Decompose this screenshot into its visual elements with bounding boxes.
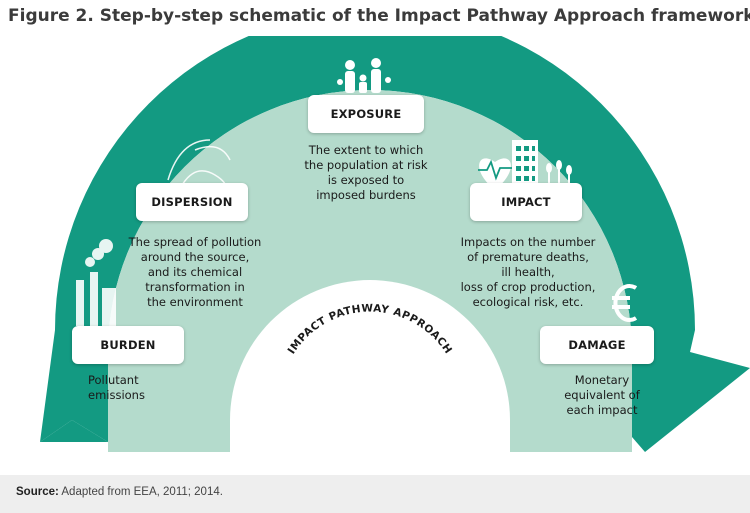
heart-pulse-icon <box>478 158 512 190</box>
pathway-arrow <box>40 36 750 452</box>
factory-icon <box>76 239 116 326</box>
center-circle <box>230 280 510 456</box>
step-box-impact: IMPACT <box>470 183 582 221</box>
euro-icon <box>612 284 638 322</box>
step-box-exposure: EXPOSURE <box>308 95 424 133</box>
impact-pathway-diagram: IMPACT PATHWAY APPROACH <box>40 36 750 456</box>
source-note: Source: Adapted from EEA, 2011; 2014. <box>0 475 750 513</box>
crop-icon <box>546 160 572 190</box>
step-box-damage: DAMAGE <box>540 326 654 364</box>
figure-title: Figure 2. Step-by-step schematic of the … <box>8 6 750 26</box>
source-label: Source: <box>16 486 59 498</box>
step-box-dispersion: DISPERSION <box>136 183 248 221</box>
family-icon <box>337 58 391 93</box>
arrow-tail <box>40 420 108 442</box>
step-box-burden: BURDEN <box>72 326 184 364</box>
source-text: Adapted from EEA, 2011; 2014. <box>61 486 223 498</box>
